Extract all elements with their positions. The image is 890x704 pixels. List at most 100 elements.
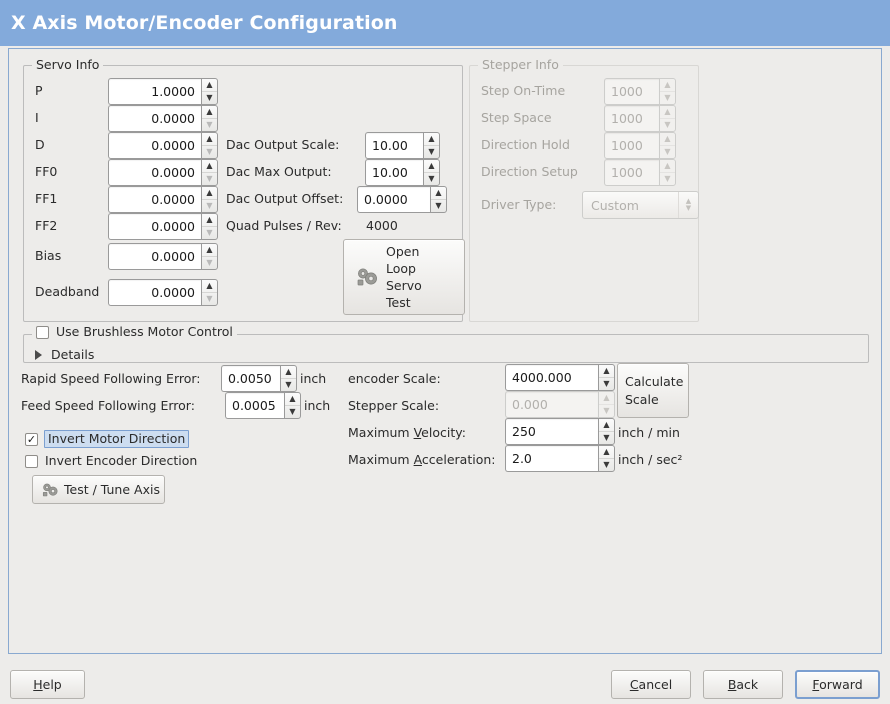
feed-speed-following-error-spin[interactable]: 0.0005 ▲ ▼ (225, 392, 301, 419)
servo-spin-d[interactable]: 0.0000 ▲ ▼ (108, 132, 218, 159)
spin-down-icon: ▼ (664, 147, 671, 156)
servo-label-deadband: Deadband (35, 284, 100, 299)
maximum-acceleration-label: Maximum Acceleration: (348, 452, 496, 467)
spin-down-icon[interactable]: ▼ (285, 380, 292, 389)
spin-down-icon[interactable]: ▼ (206, 147, 213, 156)
spin-down-icon[interactable]: ▼ (206, 294, 213, 303)
spin-up-icon[interactable]: ▲ (202, 214, 217, 227)
dac-max-output-spin[interactable]: 10.00 ▲ ▼ (365, 159, 440, 186)
spin-up-icon[interactable]: ▲ (202, 187, 217, 200)
spin-up-icon[interactable]: ▲ (202, 106, 217, 119)
maximum-acceleration-value[interactable]: 2.0 (505, 445, 598, 472)
servo-spin-bias-buttons[interactable]: ▲ ▼ (201, 243, 218, 270)
encoder-scale-spin-buttons[interactable]: ▲ ▼ (598, 364, 615, 391)
servo-spin-ff0[interactable]: 0.0000 ▲ ▼ (108, 159, 218, 186)
servo-spin-i[interactable]: 0.0000 ▲ ▼ (108, 105, 218, 132)
dac-output-offset-spin[interactable]: 0.0000 ▲ ▼ (357, 186, 447, 213)
servo-value-d[interactable]: 0.0000 (108, 132, 201, 159)
spin-down-icon[interactable]: ▼ (603, 433, 610, 442)
invert-encoder-direction-checkbox[interactable]: Invert Encoder Direction (25, 453, 197, 469)
checkbox-unchecked-icon[interactable] (25, 454, 38, 468)
servo-value-ff1[interactable]: 0.0000 (108, 186, 201, 213)
test-tune-axis-button[interactable]: Test / Tune Axis (32, 475, 165, 504)
spin-down-icon[interactable]: ▼ (206, 120, 213, 129)
chevron-right-icon[interactable] (35, 349, 42, 360)
feed-speed-following-error-value[interactable]: 0.0005 (225, 392, 284, 419)
dac-output-scale-spin-buttons[interactable]: ▲ ▼ (423, 132, 440, 159)
spin-down-icon[interactable]: ▼ (428, 147, 435, 156)
dac-max-output-value[interactable]: 10.00 (365, 159, 423, 186)
maximum-acceleration-spin[interactable]: 2.0 ▲ ▼ (505, 445, 615, 472)
spin-up-icon[interactable]: ▲ (424, 160, 439, 173)
dac-output-scale-value[interactable]: 10.00 (365, 132, 423, 159)
spin-down-icon[interactable]: ▼ (435, 201, 442, 210)
direction-hold-spin-buttons: ▲ ▼ (659, 132, 676, 159)
spin-up-icon[interactable]: ▲ (202, 133, 217, 146)
calculate-scale-button[interactable]: Calculate Scale (617, 363, 689, 418)
rapid-spin-buttons[interactable]: ▲ ▼ (280, 365, 297, 392)
spin-up-icon[interactable]: ▲ (285, 393, 300, 406)
rapid-speed-following-error-spin[interactable]: 0.0050 ▲ ▼ (221, 365, 297, 392)
maximum-velocity-spin[interactable]: 250 ▲ ▼ (505, 418, 615, 445)
servo-spin-ff2[interactable]: 0.0000 ▲ ▼ (108, 213, 218, 240)
spin-up-icon[interactable]: ▲ (281, 366, 296, 379)
dac-output-offset-spin-buttons[interactable]: ▲ ▼ (430, 186, 447, 213)
servo-value-ff2[interactable]: 0.0000 (108, 213, 201, 240)
spin-up-icon[interactable]: ▲ (599, 446, 614, 459)
spin-down-icon[interactable]: ▼ (206, 93, 213, 102)
dac-output-offset-value[interactable]: 0.0000 (357, 186, 430, 213)
feed-spin-buttons[interactable]: ▲ ▼ (284, 392, 301, 419)
servo-value-i[interactable]: 0.0000 (108, 105, 201, 132)
details-expander[interactable]: Details (35, 347, 94, 362)
encoder-scale-value[interactable]: 4000.000 (505, 364, 598, 391)
spin-up-icon[interactable]: ▲ (202, 280, 217, 293)
spin-down-icon[interactable]: ▼ (206, 174, 213, 183)
spin-up-icon[interactable]: ▲ (424, 133, 439, 146)
maximum-velocity-value[interactable]: 250 (505, 418, 598, 445)
maximum-acceleration-spin-buttons[interactable]: ▲ ▼ (598, 445, 615, 472)
back-button[interactable]: Back (703, 670, 783, 699)
encoder-scale-spin[interactable]: 4000.000 ▲ ▼ (505, 364, 615, 391)
help-button[interactable]: Help (10, 670, 85, 699)
checkbox-checked-icon[interactable]: ✓ (25, 432, 38, 446)
servo-spin-ff1[interactable]: 0.0000 ▲ ▼ (108, 186, 218, 213)
maximum-velocity-spin-buttons[interactable]: ▲ ▼ (598, 418, 615, 445)
dac-max-output-spin-buttons[interactable]: ▲ ▼ (423, 159, 440, 186)
cancel-button[interactable]: Cancel (611, 670, 691, 699)
servo-value-p[interactable]: 1.0000 (108, 78, 201, 105)
servo-value-bias[interactable]: 0.0000 (108, 243, 201, 270)
stepper-scale-spin: 0.000 ▲ ▼ (505, 391, 615, 418)
spin-up-icon[interactable]: ▲ (202, 160, 217, 173)
spin-down-icon[interactable]: ▼ (603, 379, 610, 388)
spin-up-icon[interactable]: ▲ (599, 365, 614, 378)
spin-down-icon[interactable]: ▼ (603, 460, 610, 469)
use-brushless-motor-control-checkbox[interactable] (36, 325, 49, 339)
servo-spin-p-buttons[interactable]: ▲ ▼ (201, 78, 218, 105)
servo-spin-ff1-buttons[interactable]: ▲ ▼ (201, 186, 218, 213)
servo-spin-deadband[interactable]: 0.0000 ▲ ▼ (108, 279, 218, 306)
forward-button[interactable]: Forward (795, 670, 880, 699)
spin-down-icon[interactable]: ▼ (206, 258, 213, 267)
spin-down-icon[interactable]: ▼ (206, 228, 213, 237)
servo-spin-i-buttons[interactable]: ▲ ▼ (201, 105, 218, 132)
servo-value-deadband[interactable]: 0.0000 (108, 279, 201, 306)
servo-spin-d-buttons[interactable]: ▲ ▼ (201, 132, 218, 159)
encoder-scale-label: encoder Scale: (348, 371, 441, 386)
spin-down-icon[interactable]: ▼ (428, 174, 435, 183)
servo-spin-ff0-buttons[interactable]: ▲ ▼ (201, 159, 218, 186)
spin-down-icon[interactable]: ▼ (289, 407, 296, 416)
open-loop-servo-test-button[interactable]: Open Loop Servo Test (343, 239, 465, 315)
servo-value-ff0[interactable]: 0.0000 (108, 159, 201, 186)
servo-spin-deadband-buttons[interactable]: ▲ ▼ (201, 279, 218, 306)
servo-spin-ff2-buttons[interactable]: ▲ ▼ (201, 213, 218, 240)
dac-output-scale-spin[interactable]: 10.00 ▲ ▼ (365, 132, 440, 159)
invert-motor-direction-checkbox[interactable]: ✓ Invert Motor Direction (25, 430, 190, 448)
servo-spin-p[interactable]: 1.0000 ▲ ▼ (108, 78, 218, 105)
rapid-speed-following-error-value[interactable]: 0.0050 (221, 365, 280, 392)
spin-up-icon[interactable]: ▲ (599, 419, 614, 432)
spin-up-icon[interactable]: ▲ (202, 244, 217, 257)
spin-up-icon[interactable]: ▲ (202, 79, 217, 92)
spin-up-icon[interactable]: ▲ (431, 187, 446, 200)
spin-down-icon[interactable]: ▼ (206, 201, 213, 210)
servo-spin-bias[interactable]: 0.0000 ▲ ▼ (108, 243, 218, 270)
